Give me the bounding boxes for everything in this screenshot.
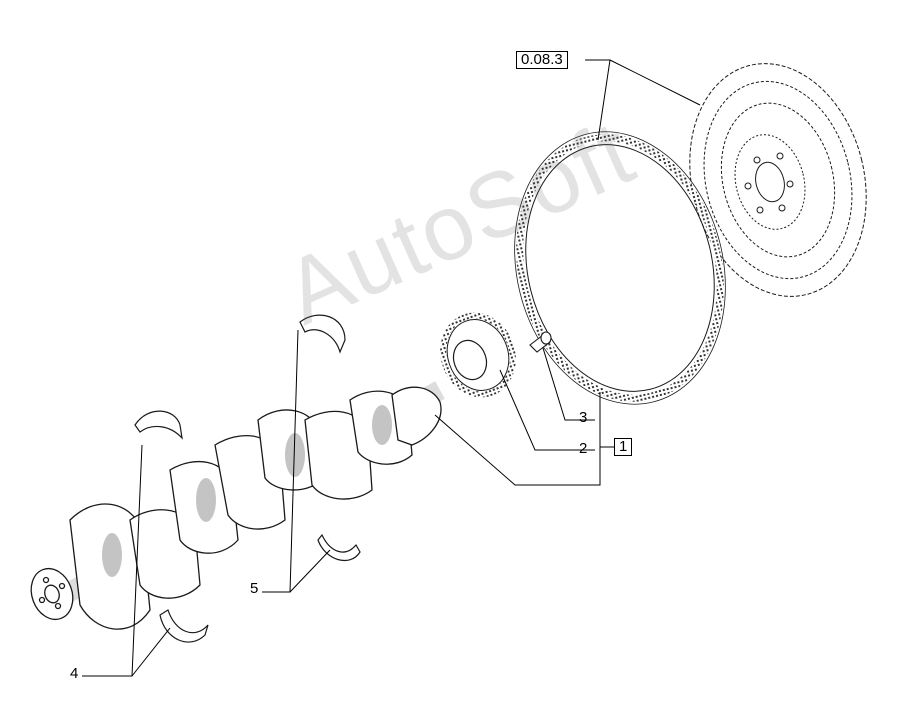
- dowel-pin: [529, 331, 552, 353]
- callout-item-5[interactable]: 5: [250, 580, 259, 597]
- callout-item-3[interactable]: 3: [579, 409, 588, 426]
- callout-item-1[interactable]: 1: [614, 438, 633, 456]
- callout-item-2[interactable]: 2: [579, 440, 588, 457]
- flywheel-housing: [689, 63, 867, 297]
- ring-gear: [514, 131, 726, 405]
- bearing-shells: [134, 314, 361, 643]
- callout-ref-assembly[interactable]: 0.08.3: [516, 51, 568, 69]
- leader-lines: [82, 59, 701, 677]
- callout-item-4[interactable]: 4: [70, 665, 79, 682]
- crankshaft: [30, 381, 445, 630]
- timing-gear: [440, 312, 516, 398]
